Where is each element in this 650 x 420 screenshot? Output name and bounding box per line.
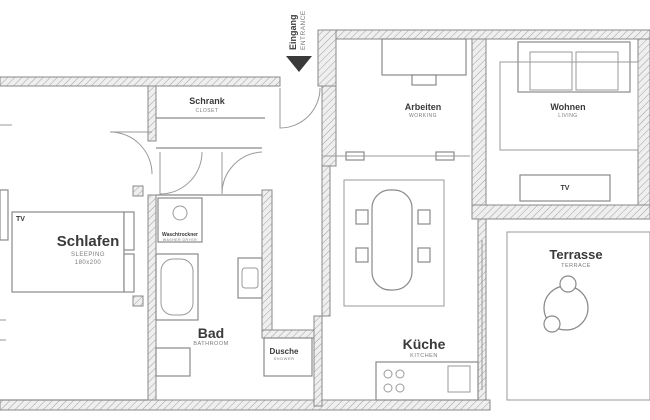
wall-arbeiten-wohnen [471,38,487,220]
desk [381,38,467,76]
schlafen-size: 180x200 [75,260,102,266]
sofa-seat-right [575,51,619,91]
bath-sink-bowl [241,267,259,289]
wall-top-left [0,76,281,87]
bedroom-tv-label: TV [16,216,25,223]
terrace-frame [506,231,650,401]
bed-pillow-bottom [123,253,135,293]
wall-bottom [0,399,491,411]
chair-2 [355,247,369,263]
stove-1 [383,369,393,379]
arbeiten-sub: WORKING [409,113,437,119]
stove-3 [395,369,405,379]
wall-top-right [317,29,650,40]
entrance-label: Eingang [288,15,298,51]
sofa [517,41,631,93]
tv-bench [519,174,611,202]
wall-post [132,185,144,197]
schlafen-label: Schlafen [57,233,120,250]
furniture [0,38,639,401]
wall-bath-left [147,194,157,401]
doors [109,87,321,339]
bedroom-tv [0,189,9,241]
kitchen-rug [343,179,445,307]
waschtrockner-label: Waschtrockner [162,232,198,238]
kitchen-sink [447,365,471,393]
door-bedroom [109,131,153,175]
arbeiten-label: Arbeiten [405,102,442,112]
washer-drum [172,205,188,221]
schrank-sub: CLOSET [195,108,218,114]
waschtrockner-sub: WASHER DRYER [163,238,197,242]
wall-kitchen-left [321,85,337,167]
kitchen-counter [375,361,479,401]
desk-chair [411,74,437,86]
wall-kitchen-left-lower [321,165,331,317]
kueche-label: Küche [403,336,446,352]
dusche-label: Dusche [270,347,299,356]
bed [11,211,125,293]
labels: Schlafen SLEEPING 180x200 TV Schrank CLO… [16,10,603,361]
chair-3 [417,209,431,225]
door-entrance [279,87,321,129]
terrasse-sub: TERRACE [561,263,591,269]
bad-label: Bad [198,325,224,341]
wall-right [637,38,650,220]
wall-living-terrace [471,204,650,220]
terrace-chair-1 [559,275,577,293]
living-tv-label: TV [561,185,570,192]
wohnen-label: Wohnen [550,102,585,112]
schrank-label: Schrank [189,96,226,106]
washer [157,197,203,243]
chair-1 [355,209,369,225]
shower-tray [263,337,313,377]
walls [0,29,650,411]
sofa-seat-left [529,51,573,91]
bathtub-inner [160,258,194,316]
entrance-sub: ENTRANCE [300,10,307,50]
wohnen-sub: LIVING [558,113,577,119]
toilet [155,347,191,377]
living-rug [499,61,639,151]
wall-entrance-pillar [317,29,337,87]
wall-bath-right [261,189,273,331]
wall-shower-top [261,329,323,339]
entrance-label-group: Eingang ENTRANCE [288,10,307,50]
schlafen-sub: SLEEPING [71,252,105,258]
entrance-arrow-icon [286,56,312,72]
door-bath [159,151,203,195]
bed-pillow-top [123,211,135,251]
partitions [0,117,265,401]
stove-2 [383,383,393,393]
dusche-sub: SHOWER [274,356,295,361]
wall-shower-right [313,315,323,407]
wall-bedroom-right [147,85,157,142]
stove-4 [395,383,405,393]
chair-4 [417,247,431,263]
terrace-chair-2 [543,315,561,333]
bathtub [155,253,199,321]
kueche-sub: KITCHEN [410,353,438,359]
dining-table [371,189,413,291]
terrasse-label: Terrasse [549,247,602,262]
door-bath-2 [221,151,263,195]
bad-sub: BATHROOM [193,341,228,347]
wall-post-2 [132,295,144,307]
